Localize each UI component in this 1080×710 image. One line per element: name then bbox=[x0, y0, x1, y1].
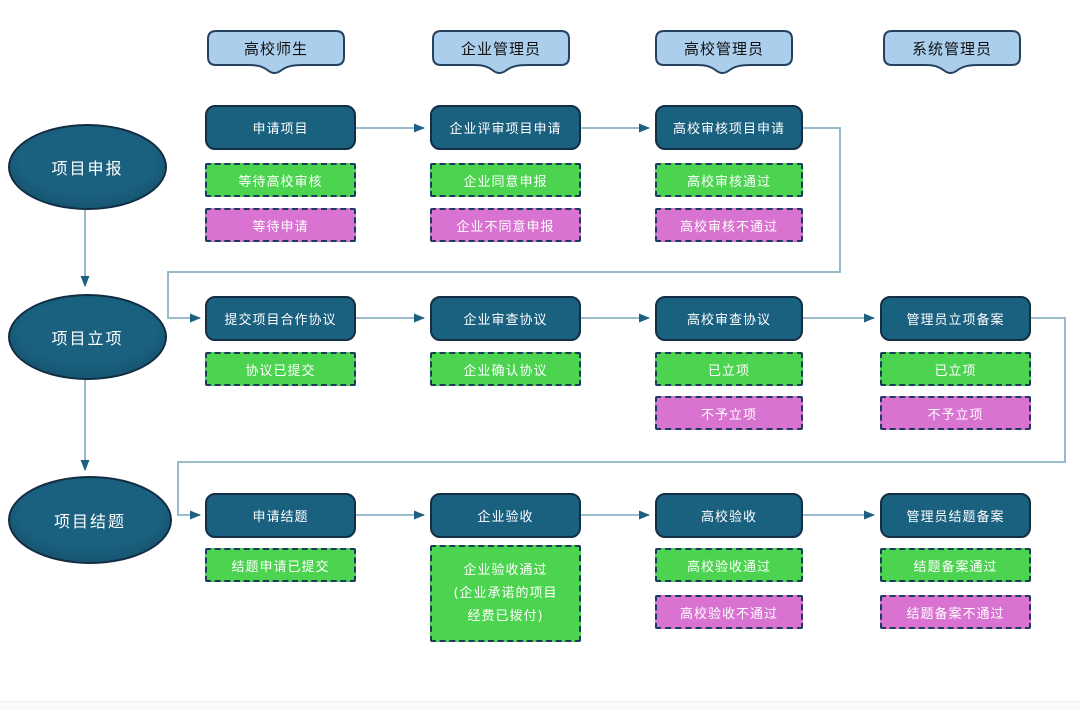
status-fail: 不予立项 bbox=[880, 396, 1031, 430]
window-bottom-edge bbox=[0, 701, 1080, 710]
role-header-label: 企业管理员 bbox=[460, 39, 541, 58]
status-success: 高校验收通过 bbox=[655, 548, 803, 582]
step-node: 提交项目合作协议 bbox=[205, 296, 356, 341]
step-node: 企业验收 bbox=[430, 493, 581, 538]
step-node: 管理员结题备案 bbox=[880, 493, 1031, 538]
step-node: 企业审查协议 bbox=[430, 296, 581, 341]
status-success-multiline: 企业验收通过 (企业承诺的项目 经费已拨付) bbox=[430, 545, 581, 642]
status-fail: 高校审核不通过 bbox=[655, 208, 803, 242]
status-success: 结题申请已提交 bbox=[205, 548, 356, 582]
status-fail: 结题备案不通过 bbox=[880, 595, 1031, 629]
status-fail: 不予立项 bbox=[655, 396, 803, 430]
status-success: 企业确认协议 bbox=[430, 352, 581, 386]
status-line: (企业承诺的项目 bbox=[453, 585, 558, 601]
status-success: 协议已提交 bbox=[205, 352, 356, 386]
role-header-university-staff: 高校师生 bbox=[207, 30, 345, 76]
role-header-enterprise-admin: 企业管理员 bbox=[432, 30, 570, 76]
banner-shape bbox=[207, 30, 345, 74]
phase-ellipse-declaration: 项目申报 bbox=[8, 124, 167, 210]
phase-ellipse-conclusion: 项目结题 bbox=[8, 476, 172, 564]
status-success: 高校审核通过 bbox=[655, 163, 803, 197]
status-line: 企业验收通过 bbox=[463, 562, 548, 578]
role-header-label: 高校管理员 bbox=[683, 39, 764, 58]
role-header-label: 高校师生 bbox=[243, 39, 308, 58]
status-success: 结题备案通过 bbox=[880, 548, 1031, 582]
role-header-university-admin: 高校管理员 bbox=[655, 30, 793, 76]
status-fail: 企业不同意申报 bbox=[430, 208, 581, 242]
status-fail: 高校验收不通过 bbox=[655, 595, 803, 629]
status-line: 经费已拨付) bbox=[467, 608, 544, 624]
step-node: 管理员立项备案 bbox=[880, 296, 1031, 341]
banner-shape bbox=[655, 30, 793, 74]
step-node: 企业评审项目申请 bbox=[430, 105, 581, 150]
step-node: 申请结题 bbox=[205, 493, 356, 538]
step-node: 高校验收 bbox=[655, 493, 803, 538]
status-success: 已立项 bbox=[655, 352, 803, 386]
status-success: 等待高校审核 bbox=[205, 163, 356, 197]
step-node: 高校审核项目申请 bbox=[655, 105, 803, 150]
step-node: 高校审查协议 bbox=[655, 296, 803, 341]
step-node: 申请项目 bbox=[205, 105, 356, 150]
status-fail: 等待申请 bbox=[205, 208, 356, 242]
status-success: 企业同意申报 bbox=[430, 163, 581, 197]
status-success: 已立项 bbox=[880, 352, 1031, 386]
role-header-system-admin: 系统管理员 bbox=[883, 30, 1021, 76]
phase-ellipse-approval: 项目立项 bbox=[8, 294, 167, 380]
banner-shape bbox=[883, 30, 1021, 74]
role-header-label: 系统管理员 bbox=[911, 39, 992, 58]
banner-shape bbox=[432, 30, 570, 74]
